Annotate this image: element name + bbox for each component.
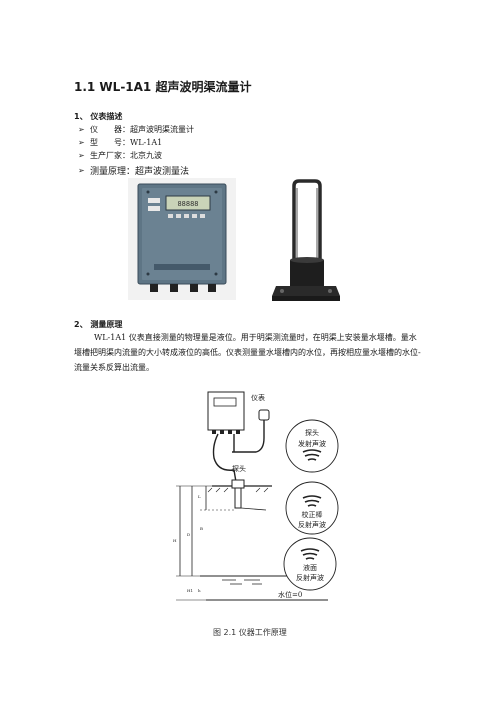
bullet-text: 测量原理：超声波测量法 [90, 167, 190, 177]
meter-label: 仪表 [251, 393, 265, 402]
bubble-transmit [285, 419, 339, 473]
dim-label-d: D [187, 532, 190, 537]
principle-paragraph: WL-1A1 仪表直接测量的物理量是液位。用于明渠测流量时，在明渠上安装量水堰槽… [74, 330, 424, 375]
section-heading-principle: 2、 测量原理 [74, 320, 123, 329]
bubble-calibration-line1: 校正棒 [302, 510, 323, 519]
bullet-instrument: ➢ 仪 器：超声波明渠流量计 [78, 124, 194, 135]
bubble-surface [283, 537, 337, 591]
principle-paragraph-text: WL-1A1 仪表直接测量的物理量是液位。用于明渠测流量时，在明渠上安装量水堰槽… [74, 333, 421, 372]
bubble-transmit-line1: 探头 [305, 428, 319, 437]
dim-label-hh: h [198, 588, 201, 593]
bullet-text: 型 号：WL-1A1 [90, 138, 163, 147]
dim-label-l: L [198, 494, 201, 499]
dim-label-h1: H1 [187, 588, 193, 593]
bubble-surface-line1: 液面 [303, 563, 317, 572]
bullet-text: 仪 器：超声波明渠流量计 [90, 125, 194, 134]
section-heading-description: 1、 仪表描述 [74, 112, 123, 121]
bubble-calibration [285, 481, 339, 535]
arrow-bullet-icon: ➢ [78, 138, 85, 147]
dim-label-h: H [173, 538, 177, 543]
lcd-readout: 88888 [177, 200, 198, 208]
bubble-surface-line2: 反射声波 [296, 573, 324, 582]
bubble-transmit-line2: 发射声波 [298, 439, 326, 448]
flow-meter-enclosure-photo: 88888 [128, 178, 236, 300]
probe [234, 487, 242, 509]
figure-caption: 图 2.1 仪器工作原理 [213, 628, 287, 637]
working-principle-diagram: 仪表 探头 H D L B H1 h 水位=0 探头 发射声波 校正棒 反射声波… [173, 391, 339, 601]
probe-stand-photo [272, 179, 340, 301]
page-title: 1.1 WL-1A1 超声波明渠流量计 [74, 80, 252, 94]
bullet-manufacturer: ➢ 生产厂家：北京九波 [78, 150, 162, 161]
arrow-bullet-icon: ➢ [78, 151, 85, 160]
arrow-bullet-icon: ➢ [78, 125, 85, 134]
arrow-bullet-icon: ➢ [78, 166, 85, 175]
bullet-principle: ➢ 测量原理：超声波测量法 [78, 164, 189, 177]
bubble-calibration-line2: 反射声波 [298, 520, 326, 529]
dim-label-b: B [200, 526, 203, 531]
probe-label: 探头 [232, 464, 246, 473]
water-level-zero-label: 水位=0 [278, 590, 302, 599]
bullet-model: ➢ 型 号：WL-1A1 [78, 137, 162, 148]
bullet-text: 生产厂家：北京九波 [90, 151, 162, 160]
